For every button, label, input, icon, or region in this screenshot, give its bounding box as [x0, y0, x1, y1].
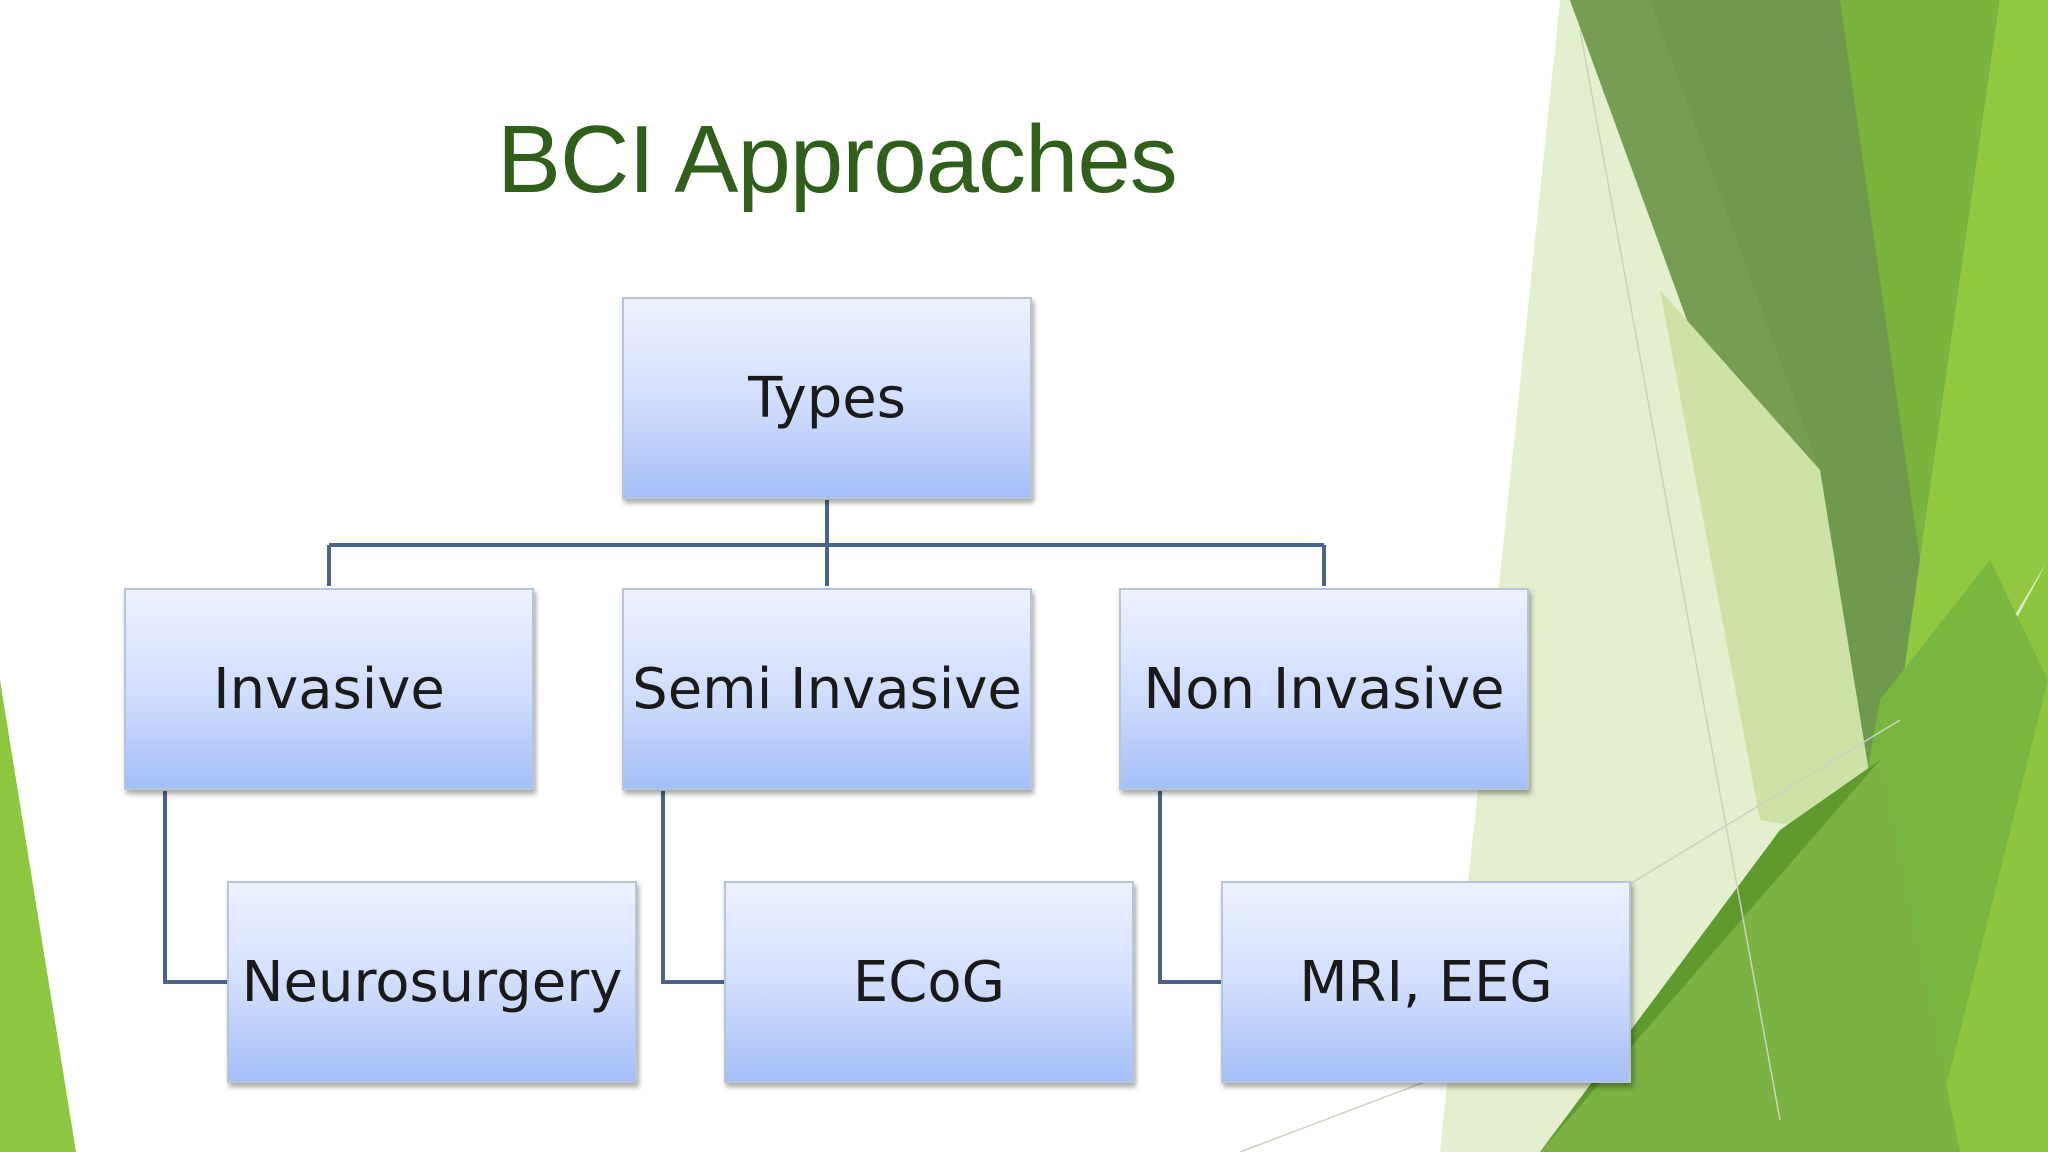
- connector-non-invasive-to-mri-eeg: [1158, 791, 1222, 984]
- node-ecog: ECoG: [724, 881, 1134, 1083]
- decor-line: [1239, 1079, 1431, 1152]
- left-accent-shape: [0, 680, 76, 1152]
- slide-title: BCI Approaches: [497, 106, 1178, 213]
- node-semi-invasive: Semi Invasive: [622, 588, 1032, 790]
- right-accent-olive: [1570, 0, 1820, 520]
- decor-line: [1579, 29, 1781, 1121]
- node-non-invasive: Non Invasive: [1119, 588, 1529, 790]
- node-neurosurgery: Neurosurgery: [227, 881, 637, 1083]
- decor-line: [1619, 719, 1901, 891]
- node-mri-eeg: MRI, EEG: [1221, 881, 1631, 1083]
- node-invasive: Invasive: [124, 588, 534, 790]
- connector-semi-invasive-to-ecog: [661, 791, 725, 984]
- connector-root-to-children: [327, 500, 1326, 586]
- connector-invasive-to-neurosurgery: [163, 791, 228, 984]
- node-types: Types: [622, 297, 1032, 499]
- right-accent-pale: [1660, 290, 1880, 840]
